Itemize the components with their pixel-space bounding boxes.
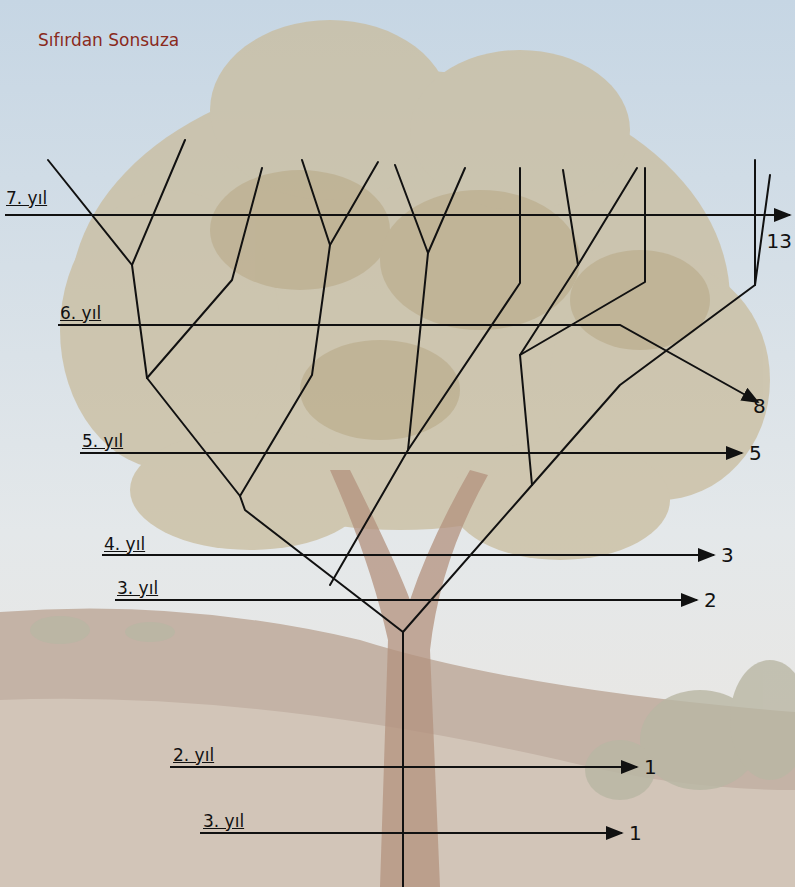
count-number: 8: [753, 396, 766, 416]
count-number: 5: [749, 443, 762, 463]
year-label: 4. yıl: [104, 536, 145, 553]
page-heading: Sıfırdan Sonsuza: [38, 32, 179, 49]
year-label: 5. yıl: [82, 433, 123, 450]
year-label: 3. yıl: [117, 580, 158, 597]
count-number: 1: [629, 823, 642, 843]
count-number: 13: [767, 231, 792, 251]
count-number: 3: [721, 545, 734, 565]
year-label: 3. yıl: [203, 813, 244, 830]
year-label: 2. yıl: [173, 747, 214, 764]
count-number: 1: [644, 757, 657, 777]
year-label: 7. yıl: [6, 190, 47, 207]
year-label: 6. yıl: [60, 305, 101, 322]
count-number: 2: [704, 590, 717, 610]
